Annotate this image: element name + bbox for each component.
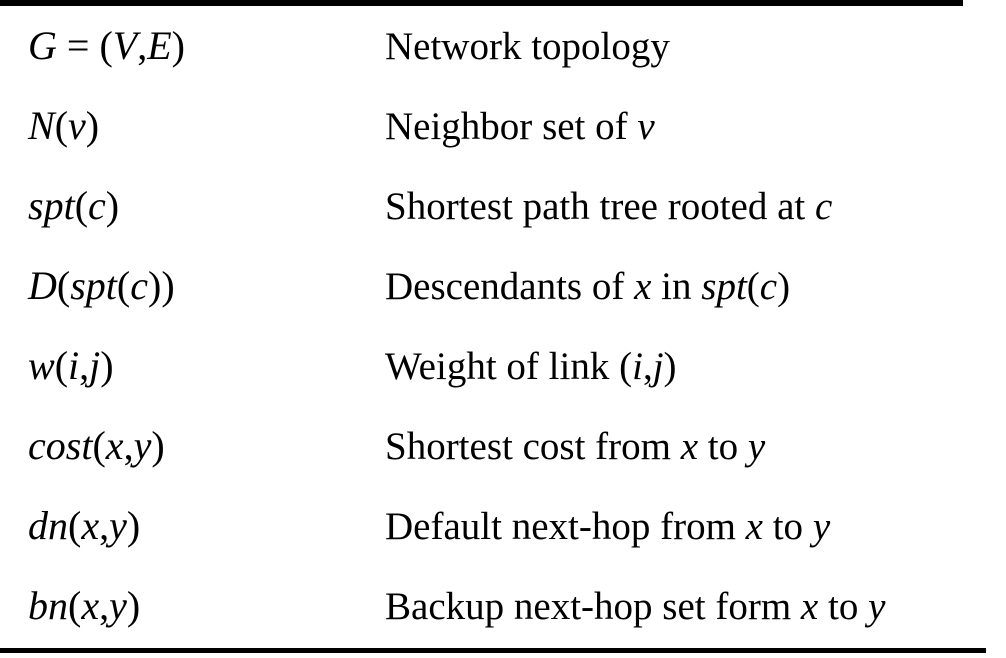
table-top-rule — [0, 0, 963, 6]
math-operator: ) — [161, 263, 175, 308]
math-operator: ( — [68, 583, 82, 628]
math-variable: y — [868, 585, 886, 628]
symbol-cell: N(v) — [28, 103, 100, 148]
math-operator: ) — [148, 263, 162, 308]
symbol-cell: w(i,j) — [28, 343, 114, 388]
math-operator: ) — [171, 23, 185, 68]
math-variable: x — [680, 425, 699, 468]
math-operator: ( — [54, 343, 69, 388]
table-row: D(spt(c)) Descendants of x in spt(c) — [0, 246, 1006, 326]
math-operator: , — [123, 423, 134, 468]
description-cell: Weight of link (i,j) — [385, 345, 677, 388]
math-operator: ( — [74, 183, 89, 228]
math-operator: ( — [92, 423, 106, 468]
math-variable: x — [634, 265, 652, 308]
description-cell: Backup next-hop set form x to y — [385, 585, 886, 628]
table-row: N(v) Neighbor set of v — [0, 86, 1006, 166]
math-operator: ( — [116, 263, 131, 308]
math-variable: x — [745, 505, 763, 548]
math-operator: ) — [151, 423, 165, 468]
table-row: w(i,j) Weight of link (i,j) — [0, 326, 1006, 406]
math-operator: ) — [85, 103, 100, 148]
symbol-cell: D(spt(c)) — [28, 263, 175, 308]
math-operator: , — [99, 583, 110, 628]
math-operator: ( — [68, 503, 82, 548]
math-operator: , — [79, 343, 90, 388]
description-cell: Shortest path tree rooted at c — [385, 185, 833, 228]
description-cell: Descendants of x in spt(c) — [385, 265, 791, 308]
math-operator: ) — [100, 343, 114, 388]
symbol-cell: G = (V,E) — [28, 23, 185, 68]
table-row: G = (V,E) Network topology — [0, 6, 1006, 86]
math-variable: y — [747, 425, 766, 468]
math-variable: spt — [701, 265, 747, 308]
math-variable: i — [632, 345, 643, 388]
math-operator: ( — [56, 263, 71, 308]
symbol-cell: spt(c) — [28, 183, 120, 228]
math-operator: ) — [126, 583, 141, 628]
math-variable: j — [652, 345, 664, 388]
math-variable: x — [800, 585, 819, 628]
math-operator — [89, 23, 99, 68]
description-cell: Network topology — [385, 25, 670, 68]
table-bottom-rule — [0, 648, 986, 653]
description-cell: Default next-hop from x to y — [385, 505, 831, 548]
math-operator: ) — [105, 183, 120, 228]
math-operator — [57, 23, 67, 68]
math-variable: c — [759, 265, 778, 308]
math-operator: , — [99, 503, 110, 548]
symbol-cell: cost(x,y) — [28, 423, 165, 468]
math-operator: ( — [54, 103, 69, 148]
math-variable: c — [815, 185, 833, 228]
math-operator: ) — [126, 503, 141, 548]
symbol-cell: dn(x,y) — [28, 503, 141, 548]
table-row: spt(c) Shortest path tree rooted at c — [0, 166, 1006, 246]
math-operator: , — [137, 23, 148, 68]
math-variable: y — [812, 505, 831, 548]
table-row: cost(x,y) Shortest cost from x to y — [0, 406, 1006, 486]
notation-row-list: G = (V,E) Network topology N(v) Neighbor… — [0, 6, 1006, 646]
description-cell: Neighbor set of v — [385, 105, 655, 148]
symbol-cell: bn(x,y) — [28, 583, 141, 628]
description-cell: Shortest cost from x to y — [385, 425, 766, 468]
math-operator: = — [66, 23, 90, 68]
math-variable: v — [637, 105, 655, 148]
table-row: dn(x,y) Default next-hop from x to y — [0, 486, 1006, 566]
math-operator: ( — [99, 23, 113, 68]
table-row: bn(x,y) Backup next-hop set form x to y — [0, 566, 1006, 646]
